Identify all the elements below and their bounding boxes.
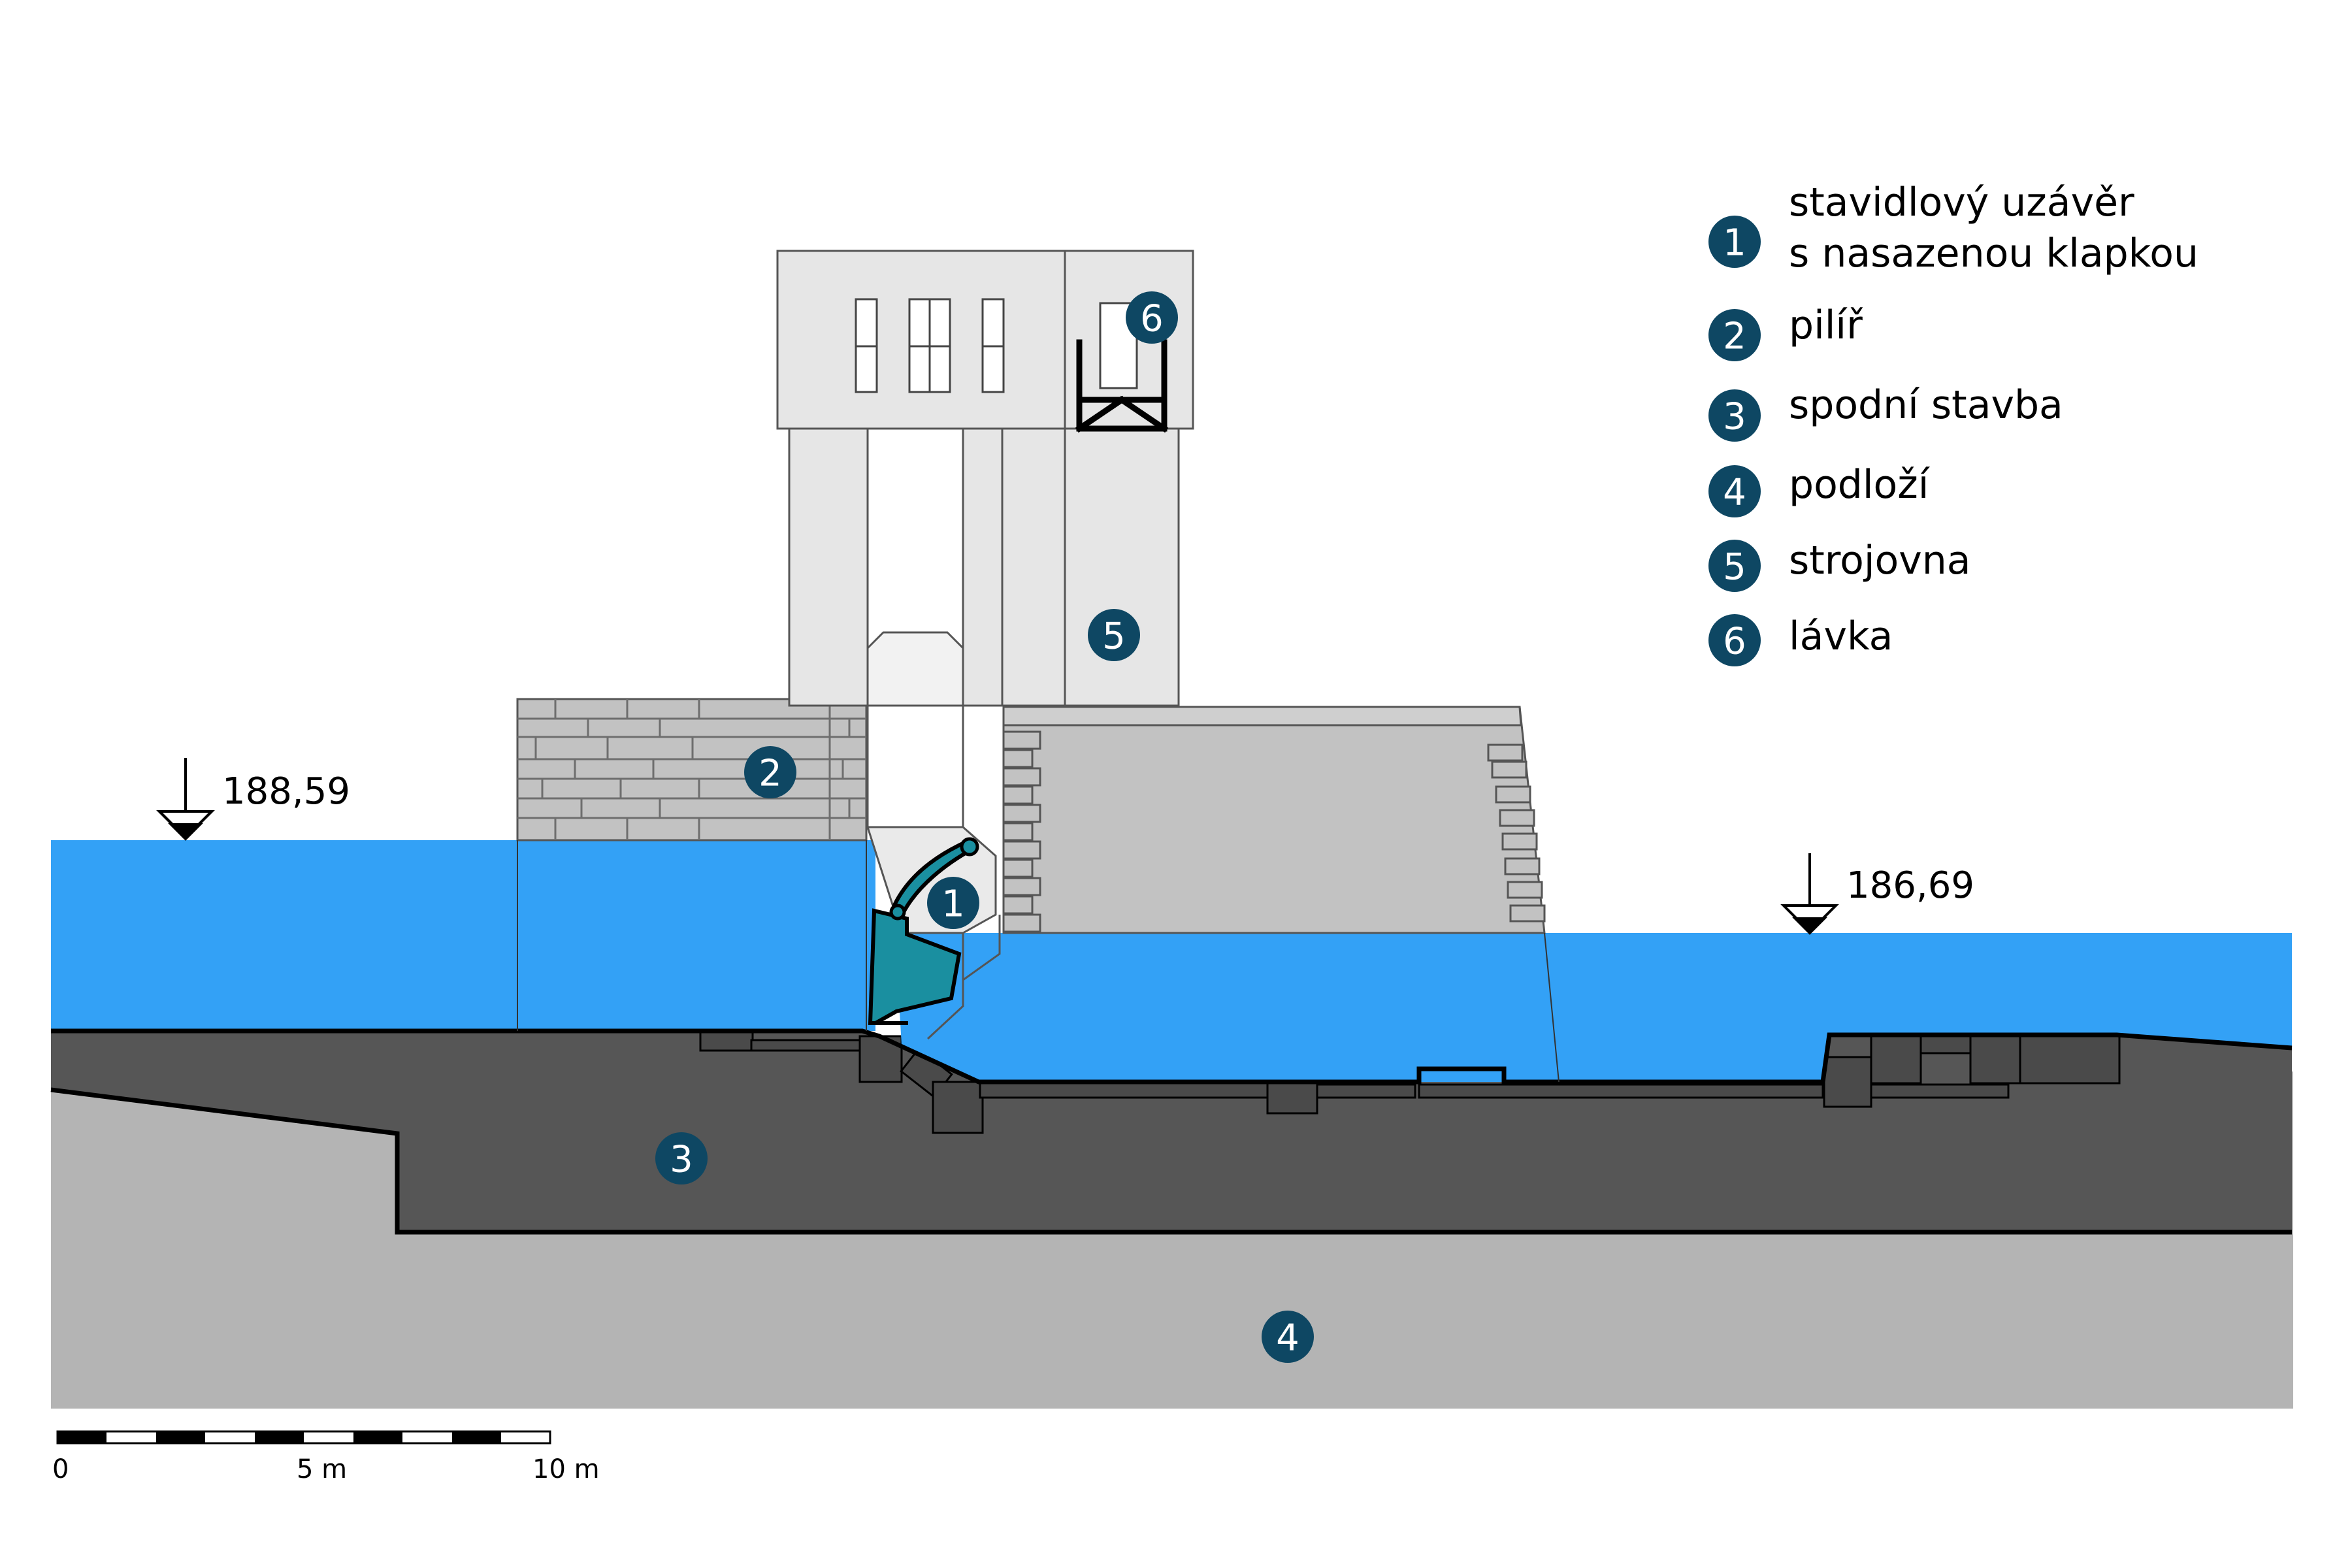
pier-right-bricks bbox=[1002, 730, 1546, 933]
svg-text:strojovna: strojovna bbox=[1789, 538, 1971, 583]
marker-subsoil: 4 bbox=[1262, 1311, 1314, 1363]
svg-text:3: 3 bbox=[1723, 396, 1746, 438]
legend-item-6: 6 lávka bbox=[1708, 613, 1893, 666]
marker-machine-room: 5 bbox=[1088, 609, 1140, 661]
svg-text:1: 1 bbox=[1723, 222, 1746, 265]
scale-bar: 0 5 m 10 m bbox=[52, 1430, 600, 1484]
pier-right-wall bbox=[1002, 706, 1546, 934]
svg-text:podloží: podloží bbox=[1789, 462, 1931, 508]
upstream-water bbox=[51, 840, 875, 1031]
marker-gate: 1 bbox=[927, 877, 979, 929]
svg-text:pilíř: pilíř bbox=[1789, 302, 1863, 348]
svg-text:1: 1 bbox=[941, 883, 965, 926]
upper-housing bbox=[776, 250, 1194, 430]
svg-text:6: 6 bbox=[1723, 621, 1746, 663]
svg-text:stavidlový uzávěr: stavidlový uzávěr bbox=[1789, 180, 2134, 225]
legend-item-2: 2 pilíř bbox=[1708, 302, 1863, 361]
pier-left-underwater bbox=[517, 840, 867, 1031]
svg-text:5: 5 bbox=[1102, 615, 1126, 658]
svg-text:lávka: lávka bbox=[1789, 613, 1893, 659]
marker-footbridge: 6 bbox=[1126, 291, 1178, 344]
sluice-gate bbox=[868, 837, 979, 1025]
scale-tick-0: 0 bbox=[52, 1454, 69, 1484]
upstream-water-level-label: 188,59 bbox=[222, 770, 350, 813]
svg-text:3: 3 bbox=[670, 1139, 693, 1181]
scale-tick-10m: 10 m bbox=[532, 1454, 600, 1484]
svg-text:6: 6 bbox=[1140, 298, 1164, 340]
upstream-water-level-symbol bbox=[156, 758, 215, 841]
svg-text:5: 5 bbox=[1723, 546, 1746, 589]
downstream-water-level-label: 186,69 bbox=[1846, 864, 1974, 907]
svg-text:4: 4 bbox=[1723, 472, 1746, 514]
svg-text:s nasazenou klapkou: s nasazenou klapkou bbox=[1789, 231, 2198, 276]
substructure-outline bbox=[51, 1028, 2293, 1085]
legend-item-5: 5 strojovna bbox=[1708, 538, 1971, 592]
legend-item-3: 3 spodní stavba bbox=[1708, 382, 2063, 442]
legend-item-4: 4 podloží bbox=[1708, 462, 1931, 517]
foundation-details bbox=[699, 1031, 2121, 1134]
subsoil-boundary bbox=[50, 1087, 2292, 1235]
marker-pier: 2 bbox=[744, 746, 796, 798]
legend: 1 stavidlový uzávěr s nasazenou klapkou … bbox=[1708, 180, 2198, 666]
marker-substructure: 3 bbox=[655, 1132, 708, 1184]
svg-text:2: 2 bbox=[759, 753, 782, 795]
scale-tick-5m: 5 m bbox=[297, 1454, 347, 1484]
downstream-water-level-symbol bbox=[1780, 853, 1839, 935]
pier-left bbox=[516, 698, 868, 841]
pier-right-underwater bbox=[1544, 932, 1560, 1083]
svg-text:4: 4 bbox=[1276, 1317, 1299, 1360]
svg-text:spodní stavba: spodní stavba bbox=[1789, 382, 2063, 428]
legend-item-1: 1 stavidlový uzávěr s nasazenou klapkou bbox=[1708, 180, 2198, 276]
pier-right-top bbox=[1002, 706, 1522, 727]
downstream-water bbox=[895, 933, 2292, 1082]
pier-left-bricks bbox=[517, 699, 866, 840]
svg-text:2: 2 bbox=[1723, 316, 1746, 358]
substructure-layer bbox=[51, 1031, 2292, 1232]
machine-room bbox=[788, 427, 1180, 1040]
